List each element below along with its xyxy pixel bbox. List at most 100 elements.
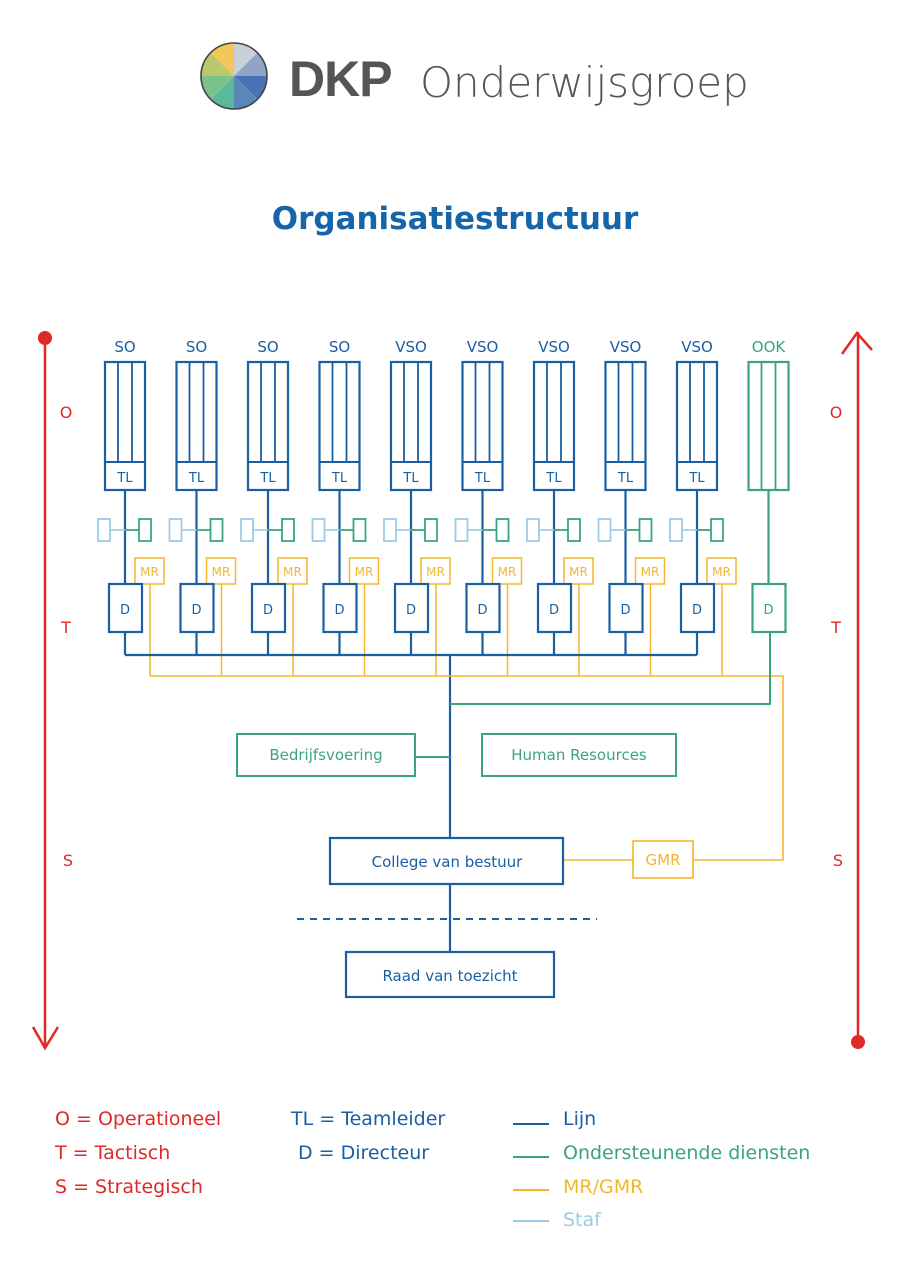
- unit-column: SO TL MR D: [97, 338, 165, 676]
- level-axis-right: O T S: [830, 330, 873, 1049]
- team-stack: [461, 360, 504, 492]
- director-label: D: [549, 603, 559, 618]
- brand-name-bold: DKP: [289, 51, 392, 107]
- multicolor-circle-logo-icon: [201, 43, 267, 109]
- teamleider-label: TL: [617, 471, 634, 486]
- director-box: [179, 582, 215, 634]
- unit-column: VSO TL MR D: [454, 338, 523, 676]
- gmr-box: GMR: [632, 840, 694, 879]
- unit-label: OOK: [752, 338, 787, 356]
- teamleider-label: TL: [402, 471, 419, 486]
- staf-box: [311, 518, 326, 542]
- mr-label: MR: [569, 565, 588, 579]
- teamleider-label: TL: [259, 471, 276, 486]
- raad-van-toezicht-box: Raad van toezicht: [344, 950, 556, 999]
- unit-column: OOK D: [747, 338, 790, 634]
- unit-column: VSO TL MR D: [526, 338, 594, 676]
- director-label: D: [191, 603, 201, 618]
- unit-label: SO: [114, 338, 135, 356]
- support-box: [138, 518, 152, 542]
- ook-support-line: [450, 632, 771, 705]
- arrow-up-icon: [840, 330, 873, 355]
- unit-label: VSO: [395, 338, 427, 356]
- teamleider-label: TL: [688, 471, 705, 486]
- unit-column: VSO TL MR D: [669, 338, 737, 676]
- mr-label: MR: [355, 565, 374, 579]
- legend: O = Operationeel T = Tactisch S = Strate…: [54, 1108, 810, 1231]
- axis-end-dot-icon: [851, 1035, 865, 1049]
- staf-box: [383, 518, 397, 542]
- units: SOTLMRDSOTLMRDSOTLMRDSOTLMRDVSOTLMRDVSOT…: [97, 338, 790, 676]
- director-label: D: [120, 603, 130, 618]
- director-box: [536, 582, 573, 634]
- legend-level-operationeel: O = Operationeel: [55, 1108, 221, 1130]
- teamleider-label: TL: [545, 471, 562, 486]
- unit-label: SO: [329, 338, 350, 356]
- axis-start-dot-icon: [38, 331, 52, 345]
- teamleider-label: TL: [116, 471, 133, 486]
- director-label: D: [263, 603, 273, 618]
- mr-box: [277, 557, 308, 585]
- unit-label: VSO: [538, 338, 570, 356]
- mr-label: MR: [140, 565, 159, 579]
- mr-label: MR: [498, 565, 517, 579]
- bedrijfsvoering-label: Bedrijfsvoering: [269, 746, 382, 764]
- legend-role-directeur: D = Directeur: [298, 1142, 429, 1164]
- level-left-o: O: [60, 403, 73, 422]
- college-van-bestuur-label: College van bestuur: [372, 853, 524, 871]
- legend-line-staf: Staf: [563, 1209, 602, 1231]
- director-label: D: [334, 603, 344, 618]
- mr-label: MR: [641, 565, 660, 579]
- mr-bus-line: [150, 675, 784, 861]
- staf-box: [597, 518, 612, 542]
- legend-level-strategisch: S = Strategisch: [55, 1176, 203, 1198]
- staf-box: [669, 518, 683, 542]
- legend-level-tactisch: T = Tactisch: [54, 1142, 170, 1164]
- college-van-bestuur-box: College van bestuur: [328, 836, 565, 886]
- human-resources-box: Human Resources: [481, 733, 677, 777]
- human-resources-label: Human Resources: [511, 746, 647, 764]
- mr-box: [134, 557, 165, 585]
- level-axis-left: O T S: [31, 331, 73, 1051]
- legend-line-lijn: Lijn: [563, 1108, 596, 1130]
- unit-label: VSO: [681, 338, 713, 356]
- mr-box: [420, 557, 451, 585]
- raad-van-toezicht-label: Raad van toezicht: [382, 967, 517, 985]
- bedrijfsvoering-box: Bedrijfsvoering: [236, 733, 416, 777]
- director-box: [107, 582, 144, 634]
- support-box: [281, 518, 295, 542]
- mr-label: MR: [212, 565, 231, 579]
- director-label: D: [763, 603, 773, 618]
- director-label: D: [620, 603, 630, 618]
- director-label: D: [477, 603, 487, 618]
- mr-label: MR: [712, 565, 731, 579]
- brand-name-light: Onderwijsgroep: [420, 58, 749, 107]
- director-label: D: [406, 603, 416, 618]
- mr-box: [706, 557, 737, 585]
- support-box: [495, 518, 510, 542]
- teamleider-label: TL: [188, 471, 205, 486]
- support-box: [710, 518, 724, 542]
- director-label: D: [692, 603, 702, 618]
- page-title: Organisatiestructuur: [272, 201, 639, 237]
- level-left-t: T: [60, 618, 71, 637]
- support-box: [209, 518, 224, 542]
- director-box: [465, 582, 501, 634]
- staf-box: [526, 518, 540, 542]
- level-right-t: T: [830, 618, 841, 637]
- staf-box: [454, 518, 469, 542]
- team-stack: [532, 360, 576, 492]
- mr-label: MR: [426, 565, 445, 579]
- level-right-s: S: [833, 851, 843, 870]
- unit-label: VSO: [610, 338, 642, 356]
- unit-label: VSO: [467, 338, 499, 356]
- unit-label: SO: [257, 338, 278, 356]
- legend-line-ondersteunend: Ondersteunende diensten: [563, 1142, 810, 1164]
- support-box: [352, 518, 367, 542]
- director-box: [250, 582, 287, 634]
- teamleider-label: TL: [474, 471, 491, 486]
- support-box: [424, 518, 438, 542]
